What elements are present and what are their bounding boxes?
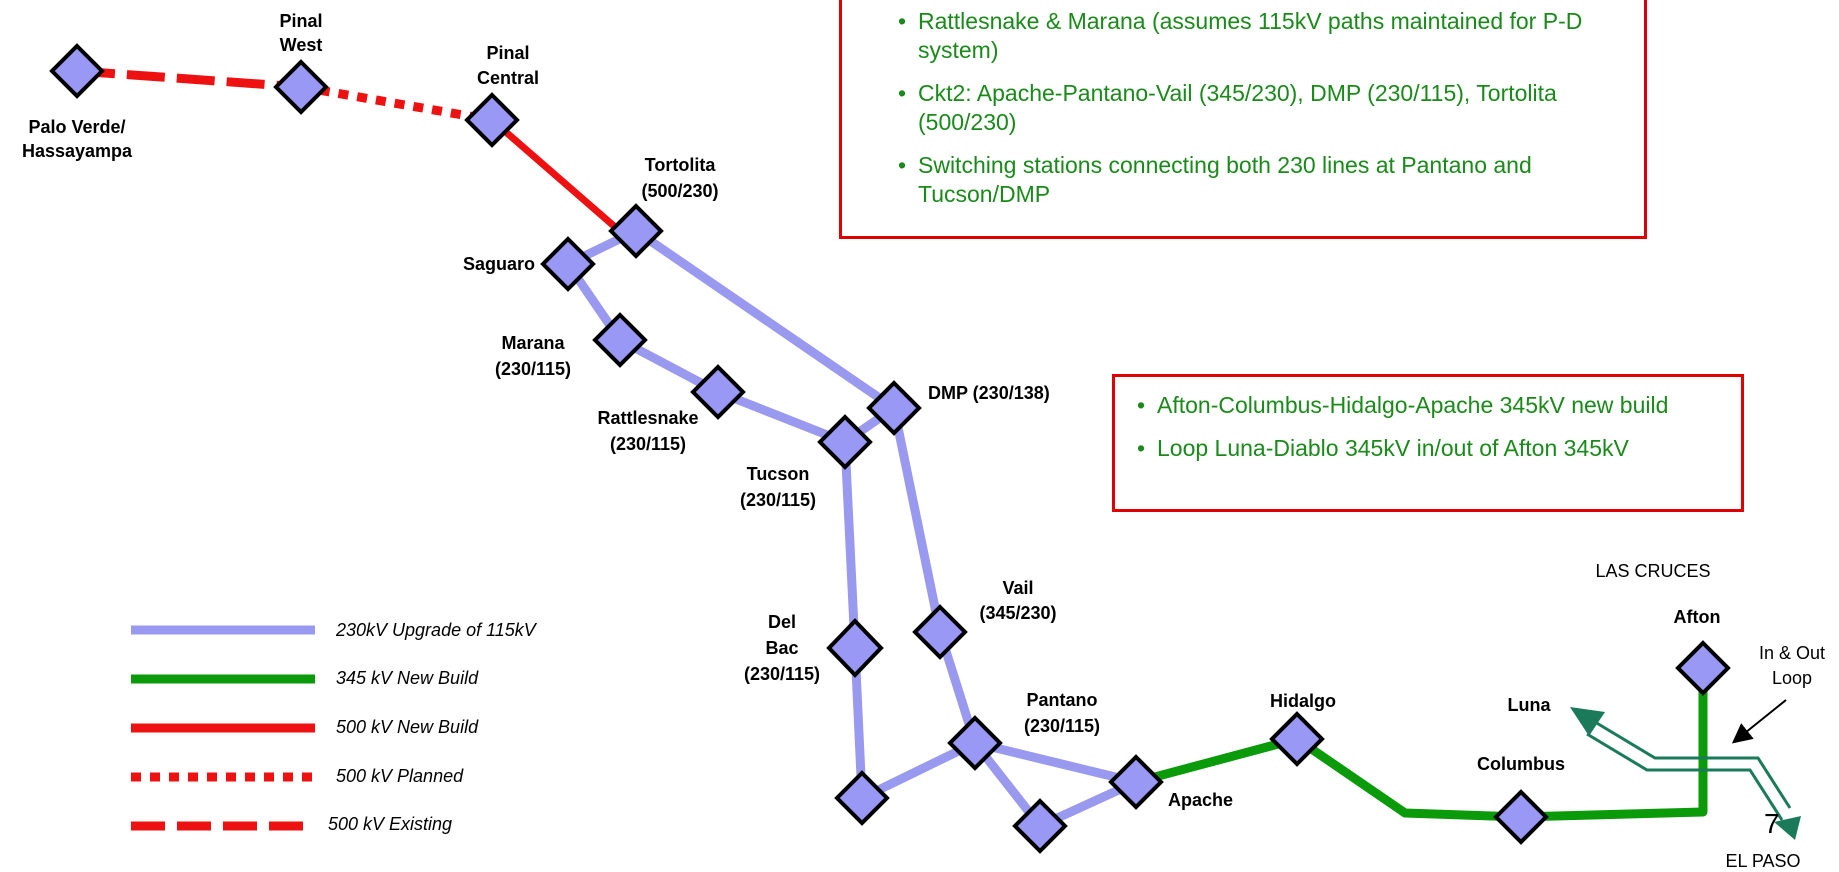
node-apache <box>1108 754 1164 810</box>
label-las-cruces: LAS CRUCES <box>1595 561 1710 581</box>
label-pinal-west-1: Pinal <box>279 11 322 31</box>
label-pinal-west-2: West <box>280 35 323 55</box>
label-tortolita-1: Tortolita <box>645 155 717 175</box>
label-afton: Afton <box>1674 607 1721 627</box>
node-unnamed-1 <box>834 770 890 826</box>
lines-230kv <box>563 226 1141 831</box>
node-labels: Palo Verde/ Hassayampa Pinal West Pinal … <box>22 11 1825 871</box>
label-in-out-1: In & Out <box>1759 643 1825 663</box>
line-345kv-new-build <box>1134 671 1708 822</box>
label-apache: Apache <box>1168 790 1233 810</box>
note-rattlesnake-marana: Rattlesnake & Marana (assumes 115kV path… <box>898 7 1624 65</box>
line-500kv-new-build <box>489 117 633 243</box>
node-unnamed-2 <box>1012 798 1068 854</box>
legend-label-500kv-new: 500 kV New Build <box>336 717 479 737</box>
label-pinal-central-1: Pinal <box>486 43 529 63</box>
node-palo-verde <box>49 43 105 99</box>
substations <box>49 43 1731 854</box>
label-dmp: DMP (230/138) <box>928 383 1050 403</box>
label-pantano-2: (230/115) <box>1024 716 1100 736</box>
label-del-bac-1: Del <box>768 612 796 632</box>
node-hidalgo <box>1269 711 1325 767</box>
label-luna: Luna <box>1508 695 1552 715</box>
loop-pointer-arrow <box>1731 699 1787 744</box>
node-pinal-west <box>273 59 329 115</box>
legend-label-230kv: 230kV Upgrade of 115kV <box>335 620 538 640</box>
label-del-bac-2: Bac <box>765 638 798 658</box>
node-pantano <box>947 715 1003 771</box>
label-marana-2: (230/115) <box>495 359 571 379</box>
note-luna-diablo-loop: Loop Luna-Diablo 345kV in/out of Afton 3… <box>1137 434 1721 463</box>
legend-label-500kv-existing: 500 kV Existing <box>328 814 452 834</box>
node-tortolita <box>608 203 664 259</box>
label-tortolita-2: (500/230) <box>641 181 718 201</box>
label-pinal-central-2: Central <box>477 68 539 88</box>
label-tucson-1: Tucson <box>747 464 810 484</box>
note-switching-stations: Switching stations connecting both 230 l… <box>898 151 1624 209</box>
line-500kv-existing <box>76 66 302 92</box>
label-del-bac-3: (230/115) <box>744 664 820 684</box>
node-del-bac <box>826 618 884 678</box>
label-rattlesnake-1: Rattlesnake <box>597 408 698 428</box>
label-hassayampa: Hassayampa <box>22 141 133 161</box>
label-tucson-2: (230/115) <box>740 490 816 510</box>
label-saguaro: Saguaro <box>463 254 535 274</box>
line-500kv-planned <box>300 82 493 125</box>
label-vail-2: (345/230) <box>979 603 1056 623</box>
node-vail <box>912 604 968 660</box>
legend-label-345kv: 345 kV New Build <box>336 668 479 688</box>
label-marana-1: Marana <box>501 333 565 353</box>
label-palo-verde: Palo Verde/ <box>28 117 125 137</box>
label-rattlesnake-2: (230/115) <box>610 434 686 454</box>
legend: 230kV Upgrade of 115kV 345 kV New Build … <box>131 620 538 834</box>
loop-arrowhead-left <box>1570 707 1605 736</box>
node-columbus <box>1493 789 1549 845</box>
label-el-paso: EL PASO <box>1725 851 1800 871</box>
label-hidalgo: Hidalgo <box>1270 691 1336 711</box>
loop-arrowhead-right <box>1774 816 1801 840</box>
node-dmp <box>866 380 922 436</box>
label-vail-1: Vail <box>1002 578 1033 598</box>
page-number: 7 <box>1764 808 1780 839</box>
legend-label-500kv-planned: 500 kV Planned <box>336 766 464 786</box>
note-ckt2: Ckt2: Apache-Pantano-Vail (345/230), DMP… <box>898 79 1624 137</box>
notes-box-upper: Rattlesnake & Marana (assumes 115kV path… <box>839 0 1647 239</box>
node-saguaro <box>540 236 596 292</box>
label-columbus: Columbus <box>1477 754 1565 774</box>
in-out-loop-lines <box>1586 720 1792 821</box>
notes-box-lower: Afton-Columbus-Hidalgo-Apache 345kV new … <box>1112 374 1744 512</box>
label-in-out-2: Loop <box>1772 668 1812 688</box>
note-afton-build: Afton-Columbus-Hidalgo-Apache 345kV new … <box>1137 391 1721 420</box>
label-pantano-1: Pantano <box>1026 690 1097 710</box>
node-marana <box>592 312 648 368</box>
node-rattlesnake <box>690 364 746 420</box>
node-pinal-central <box>464 92 520 148</box>
node-afton <box>1675 640 1731 696</box>
node-tucson <box>817 414 873 470</box>
